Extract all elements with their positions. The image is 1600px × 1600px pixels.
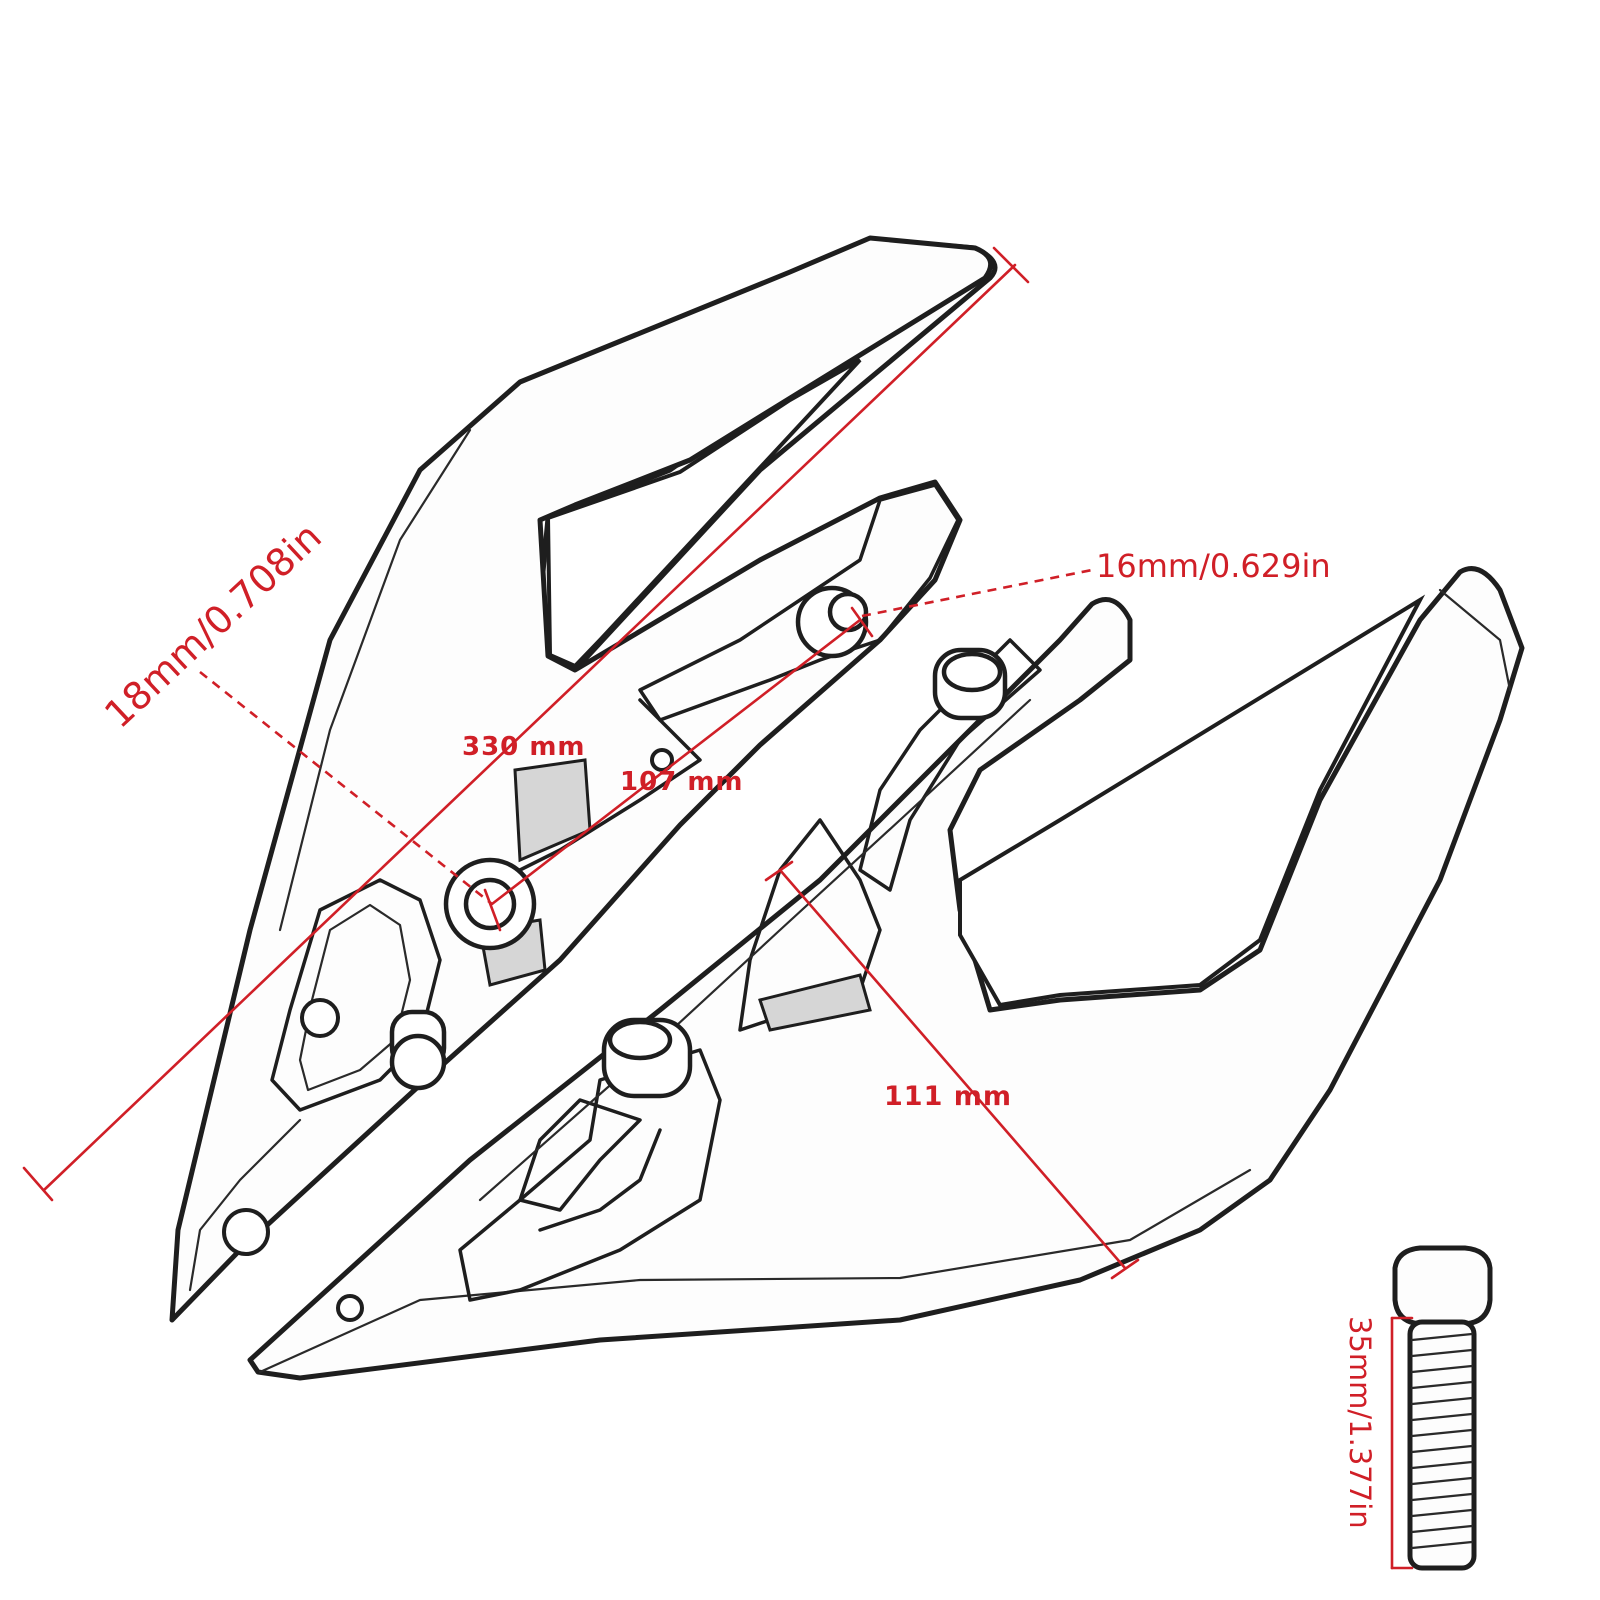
right-rail-bottom-edge (258, 1168, 1252, 1374)
dimension-bolt-hole-label: 16mm/0.629in (1096, 547, 1331, 585)
right-rail-lower-inner (538, 1128, 662, 1232)
left-rail-rib (498, 698, 702, 882)
bolt-length-label: 35mm/1.377in (1343, 1316, 1377, 1529)
bolt-detail: 35mm/1.377in (1343, 1245, 1493, 1571)
dimension-length-total: 330 mm (22, 246, 1030, 1202)
right-grab-rail (247, 566, 1525, 1381)
right-rail-lower-bracket (458, 1048, 722, 1302)
left-rail-hole-lower (222, 1208, 270, 1256)
right-rail-strut-3 (518, 1098, 642, 1212)
right-rail-bolt-lower (601, 1017, 693, 1099)
right-rail-seam (478, 698, 1032, 1202)
right-rail-bolt-upper (932, 647, 1008, 721)
right-rail-top-edge (1438, 588, 1512, 692)
dimension-mount-spacing: 107 mm (483, 606, 874, 932)
dimension-length-label: 330 mm (462, 732, 586, 762)
left-rail-bracket (638, 483, 960, 722)
right-rail-cutout (958, 594, 1426, 1008)
dimension-thickness-label: 18mm/0.708in (96, 514, 330, 736)
dimension-bolt-hole: 16mm/0.629in (861, 547, 1331, 618)
dimension-spacing-label: 107 mm (620, 767, 744, 797)
right-rail-strut-1 (858, 638, 1042, 892)
left-grab-rail (169, 235, 998, 1323)
bolt-threads (1410, 1332, 1474, 1550)
bolt-head (1392, 1245, 1493, 1327)
right-rail-hole (336, 1294, 364, 1322)
left-rail-seam (278, 428, 472, 932)
right-rail-grit-1 (758, 973, 872, 1032)
left-rail-edge-line (188, 1118, 302, 1292)
dimension-width-label: 111 mm (884, 1081, 1012, 1112)
left-rail-bolt-lower (389, 1009, 447, 1091)
left-rail-hole-small (650, 748, 674, 772)
left-rail-cutout (545, 358, 862, 669)
right-rail-main (247, 566, 1525, 1381)
left-rail-hole-mid (300, 998, 340, 1038)
dimension-rail-width: 111 mm (764, 860, 1140, 1280)
